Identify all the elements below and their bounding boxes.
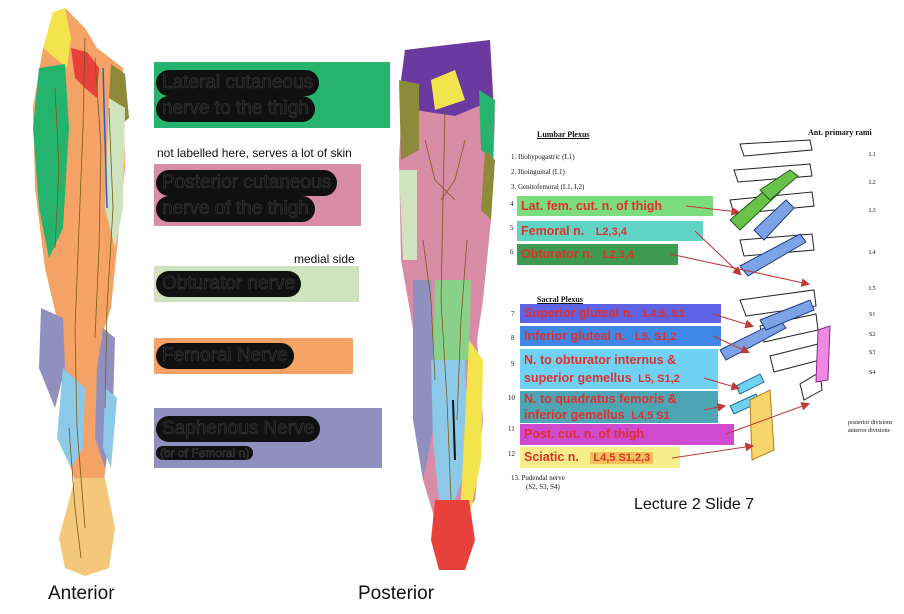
posterior-green-lower-region <box>433 280 471 360</box>
level-label: L3 <box>869 208 876 214</box>
hl-roots: L5, S1,2 <box>634 331 677 343</box>
item-number: 7 <box>511 310 515 318</box>
hl-name: Post. cut. n. of thigh <box>524 427 645 441</box>
hl-roots: L4,5 S1,2,3 <box>590 452 654 464</box>
legend-posterior-cutaneous: Posterior cutaneous nerve of the thigh <box>154 164 361 226</box>
item-number: 6 <box>510 248 514 256</box>
level-label: S3 <box>869 350 876 356</box>
anterior-leg-illustration <box>33 8 129 576</box>
anterior-blue-region <box>103 388 117 468</box>
posterior-sural-region <box>461 340 483 510</box>
hl-name: N. to quadratus femoris & <box>524 392 677 406</box>
anterior-foot <box>59 478 115 576</box>
hl-quadratus-femoris: N. to quadratus femoris & inferior gemel… <box>520 391 718 423</box>
legend-saphenous: Saphenous Nerve (br of Femoral n) <box>154 408 382 468</box>
legend-label-line1: Posterior cutaneous <box>156 170 337 196</box>
posterior-yellow-top-region <box>431 70 465 110</box>
posterior-heel <box>431 500 475 570</box>
hl-name: Obturator n. <box>521 247 594 261</box>
anterior-red-region <box>71 48 99 98</box>
legend-label-line2: nerve to the thigh <box>156 96 315 122</box>
posterior-nerve-lines <box>422 109 468 501</box>
posterior-leg-illustration <box>399 40 495 570</box>
medial-side-note: medial side <box>294 252 355 266</box>
lumbar-plexus-title: Lumbar Plexus <box>537 130 590 139</box>
hl-obturator-internus: N. to obturator internus & superior geme… <box>520 349 718 389</box>
hl-roots: L4,5, S1 <box>643 308 685 320</box>
legend-lateral-cutaneous: Lateral cutaneous nerve to the thigh <box>154 62 390 128</box>
pudendal-line1: 13. Pudendal nerve <box>511 474 565 482</box>
hl-name: N. to obturator internus & <box>524 353 677 367</box>
hl-name: Sciatic n. <box>524 450 579 464</box>
level-label: L5 <box>869 286 876 292</box>
level-label: L1 <box>869 152 876 158</box>
hl-post-cut: Post. cut. n. of thigh <box>520 424 734 445</box>
posterior-caption: Posterior <box>358 583 435 604</box>
hl-name: Lat. fem. cut. n. of thigh <box>521 199 662 213</box>
item-number: 9 <box>511 360 515 368</box>
legend-femoral: Femoral Nerve <box>154 338 353 374</box>
hl-superior-gluteal: Superior gluteal n. L4,5, S1 <box>520 304 721 323</box>
item-number: 5 <box>510 224 514 232</box>
legend-label-line1: Femoral Nerve <box>156 343 294 369</box>
division-legend-posterior: posterior divisions <box>848 420 893 426</box>
hl-femoral: Femoral n. L2,3,4 <box>517 221 703 241</box>
posterior-obturator-region <box>399 170 417 260</box>
hl-sciatic: Sciatic n. L4,5 S1,2,3 <box>520 447 680 468</box>
legend-obturator: Obturator nerve <box>154 266 359 302</box>
legend-label-line2: nerve of the thigh <box>156 196 315 222</box>
hl-name: Femoral n. <box>521 224 585 238</box>
rami-title: Ant. primary rami <box>808 128 872 137</box>
plexus-diagram <box>719 139 831 461</box>
hl-inferior-gluteal: Inferior gluteal n. L5, S1,2 <box>520 326 721 346</box>
level-label: S2 <box>869 332 876 338</box>
legend-label-line2: (br of Femoral n) <box>156 446 254 460</box>
posterior-green-region <box>479 90 495 160</box>
hl-roots: L2,3,4 <box>602 249 634 261</box>
hl-roots: L2,3,4 <box>595 226 627 238</box>
item-number: 8 <box>511 334 515 342</box>
anterior-lateral-cutaneous-region <box>33 64 69 258</box>
legend-label-line1: Lateral cutaneous <box>156 70 320 96</box>
lumbar-item-2: 2. Ilioinguinal (L1) <box>511 168 565 176</box>
level-label: L2 <box>869 180 876 186</box>
hl-roots: L4,5 S1 <box>631 410 670 422</box>
division-legend-anterior: anterior divisions <box>848 428 890 434</box>
level-label: S1 <box>869 312 876 318</box>
hl-lat-fem-cut: Lat. fem. cut. n. of thigh <box>517 196 713 216</box>
item-number: 11 <box>508 425 515 433</box>
anterior-genitofemoral-region <box>43 8 71 68</box>
hl-name: superior gemellus <box>524 371 632 385</box>
item-number: 4 <box>510 200 514 208</box>
anterior-caption: Anterior <box>48 583 115 604</box>
posterior-light-blue-region <box>431 360 469 500</box>
hl-name: Superior gluteal n. <box>524 306 634 320</box>
sacral-plexus-title: Sacral Plexus <box>537 295 583 304</box>
hl-name: inferior gemellus <box>524 408 625 422</box>
anterior-nerve-lines <box>54 37 114 559</box>
hl-name: Inferior gluteal n. <box>524 329 626 343</box>
legend-label-line1: Saphenous Nerve <box>156 416 321 442</box>
posterior-saphenous-region <box>413 280 435 480</box>
posterior-cutaneous-note: not labelled here, serves a lot of skin <box>157 146 352 160</box>
item-number: 12 <box>508 450 515 458</box>
posterior-olive-region <box>399 80 419 160</box>
hl-roots: L5, S1,2 <box>638 373 680 385</box>
slide-reference: Lecture 2 Slide 7 <box>634 496 755 513</box>
lumbar-item-1: 1. Iliohypogastric (L1) <box>511 153 575 161</box>
level-label: S4 <box>869 370 876 376</box>
anterior-saphenous-lateral-region <box>39 308 65 408</box>
pudendal-line2: (S2, S3, S4) <box>526 483 560 491</box>
lumbar-item-3: 3. Genitofemoral (L1, L2) <box>511 183 585 191</box>
posterior-olive-right-region <box>481 150 495 220</box>
item-number: 10 <box>508 394 515 402</box>
hl-obturator: Obturator n. L2,3,4 <box>517 244 678 265</box>
legend-label-line1: Obturator nerve <box>156 271 302 297</box>
level-label: L4 <box>869 250 876 256</box>
